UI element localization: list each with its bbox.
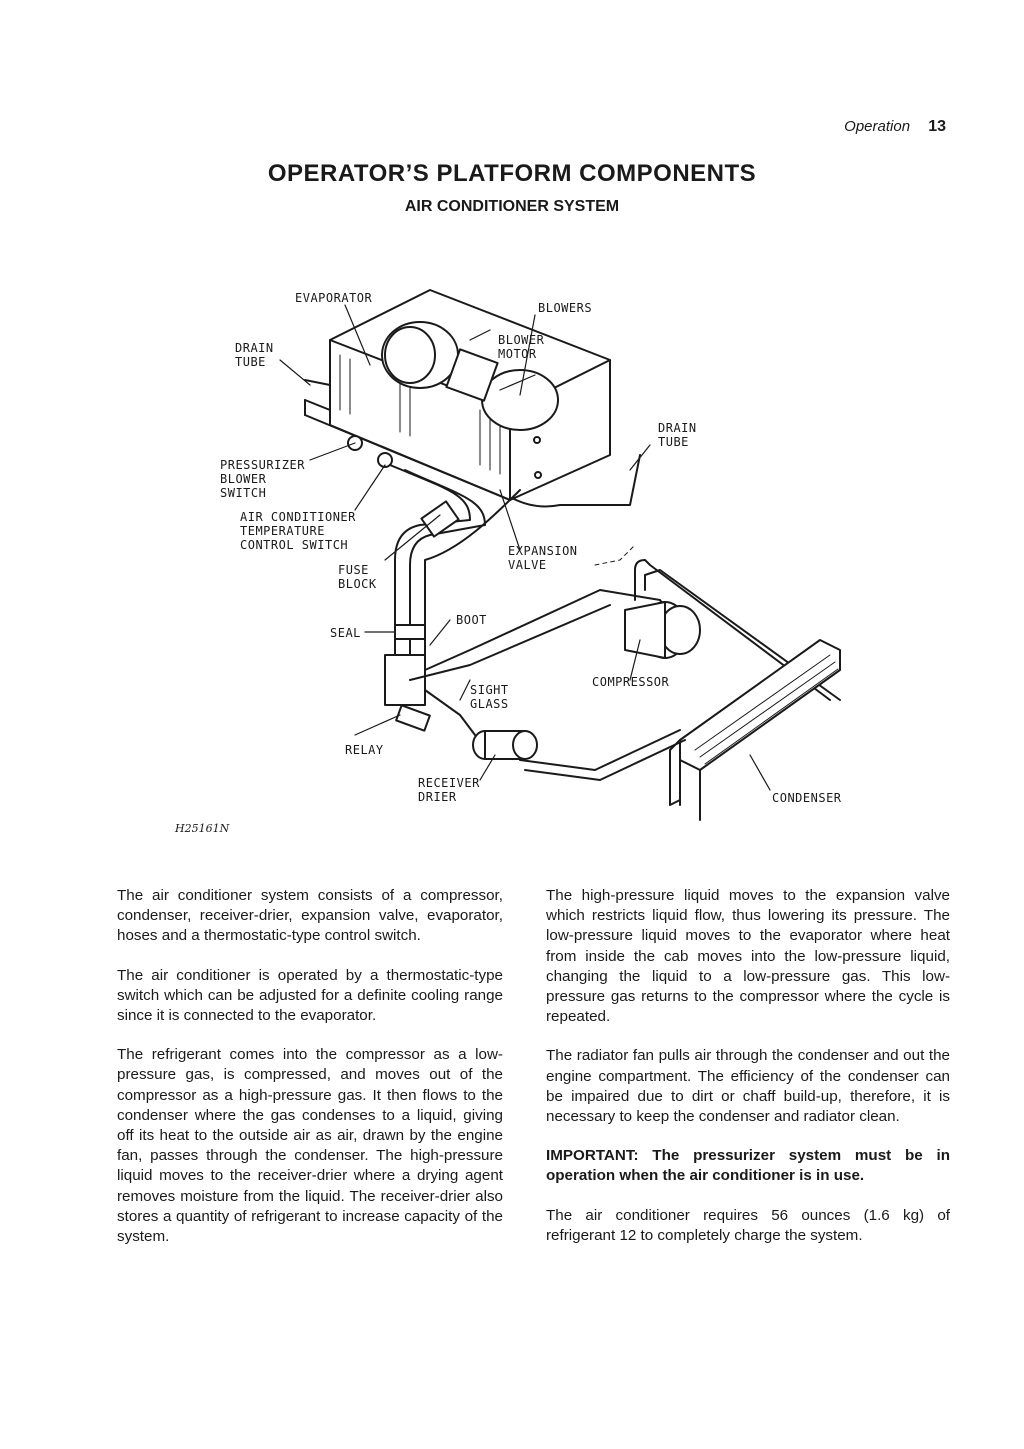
label-receiver-drier-2: DRIER [418,790,457,804]
label-evaporator: EVAPORATOR [295,291,373,305]
relay-body [395,704,431,732]
important-note: IMPORTANT: The pressurizer system must b… [546,1147,950,1185]
paragraph: The radiator fan pulls air through the c… [546,1047,950,1126]
label-relay: RELAY [345,743,384,757]
page-subtitle: AIR CONDITIONER SYSTEM [404,198,620,215]
label-drain-tube-left-1: DRAIN [235,341,274,355]
temperature-switch [377,452,393,468]
paragraph: The refrigerant comes into the compresso… [117,1046,503,1246]
page-number: 13 [928,118,946,135]
compressor-body [624,601,701,659]
leader-lines [279,304,771,791]
seal [394,624,426,640]
label-fuse-block-1: FUSE [338,563,369,577]
label-boot: BOOT [456,613,487,627]
label-drain-tube-right-1: DRAIN [658,421,697,435]
drain-tube-left [304,379,331,386]
label-fuse-block-2: BLOCK [338,577,377,591]
section-name: Operation [844,118,911,135]
label-drain-tube-left-2: TUBE [235,355,266,369]
paragraph: The air conditioner is operated by a the… [117,966,503,1025]
paragraph: The air conditioner requires 56 ounces (… [546,1206,950,1244]
label-condenser: CONDENSER [772,791,842,805]
body-column-left: The air conditioner system consists of a… [117,886,503,1266]
fuse-block [420,500,460,538]
receiver-drier-body [472,730,538,760]
evaporator-housing [304,289,611,501]
label-receiver-drier-1: RECEIVER [418,776,480,790]
blower-wheels [381,321,559,431]
label-pressurizer-1: PRESSURIZER [220,458,305,472]
label-sight-glass-2: GLASS [470,697,509,711]
label-pressurizer-3: SWITCH [220,486,266,500]
label-seal: SEAL [330,626,361,640]
label-pressurizer-2: BLOWER [220,472,267,486]
page-title: OPERATOR’S PLATFORM COMPONENTS [267,160,757,187]
paragraph: The air conditioner system consists of a… [117,887,503,945]
diagram-svg: EVAPORATOR BLOWERS DRAIN TUBE BLOWER MOT… [174,289,842,835]
label-blowers: BLOWERS [538,301,592,315]
label-expansion-valve-1: EXPANSION [508,544,578,558]
figure-id: H25161N [174,822,230,835]
condenser-core [669,639,841,821]
label-sight-glass-1: SIGHT [470,683,509,697]
label-temp-control-2: TEMPERATURE [240,524,325,538]
label-temp-control-3: CONTROL SWITCH [240,538,348,552]
running-head: Operation 13 [844,118,946,136]
air-conditioner-diagram: EVAPORATOR BLOWERS DRAIN TUBE BLOWER MOT… [140,260,900,850]
body-column-right: The high-pressure liquid moves to the ex… [546,886,950,1265]
label-drain-tube-right-2: TUBE [658,435,689,449]
firewall-plate [384,654,426,706]
label-blower-motor-1: BLOWER [498,333,545,347]
label-compressor: COMPRESSOR [592,675,670,689]
label-temp-control-1: AIR CONDITIONER [240,510,356,524]
liquid-line [519,729,681,771]
drain-tube-right [511,454,641,508]
label-expansion-valve-2: VALVE [508,558,547,572]
sight-glass-line [424,689,476,736]
paragraph: The high-pressure liquid moves to the ex… [546,887,950,1026]
label-blower-motor-2: MOTOR [498,347,537,361]
